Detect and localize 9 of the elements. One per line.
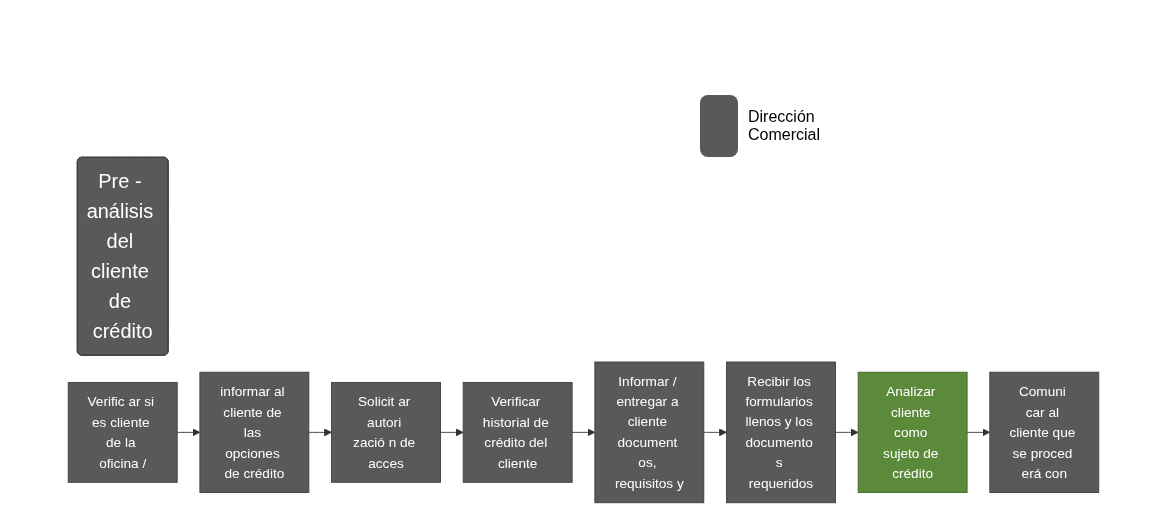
node-box: Comuni car al cliente que se proced erá con: [988, 371, 1099, 493]
node-box: Recibir los formularios llenos y los documento s requeridos: [725, 361, 836, 504]
node-box: Verificar historial de crédito del cliente: [462, 381, 573, 483]
node-box: Analizar cliente como sujeto de crédito: [857, 371, 968, 493]
node-box: Informar / entregar a cliente document os, requisitos y: [593, 361, 704, 504]
legend-label: Dirección Comercial: [748, 108, 821, 144]
node-box: informar al cliente de las opciones de crédito: [198, 371, 309, 493]
node-box: Verific ar si es cliente de la oficina /: [67, 381, 178, 483]
node-box: Solicit ar autori zació n de acces: [330, 381, 441, 483]
